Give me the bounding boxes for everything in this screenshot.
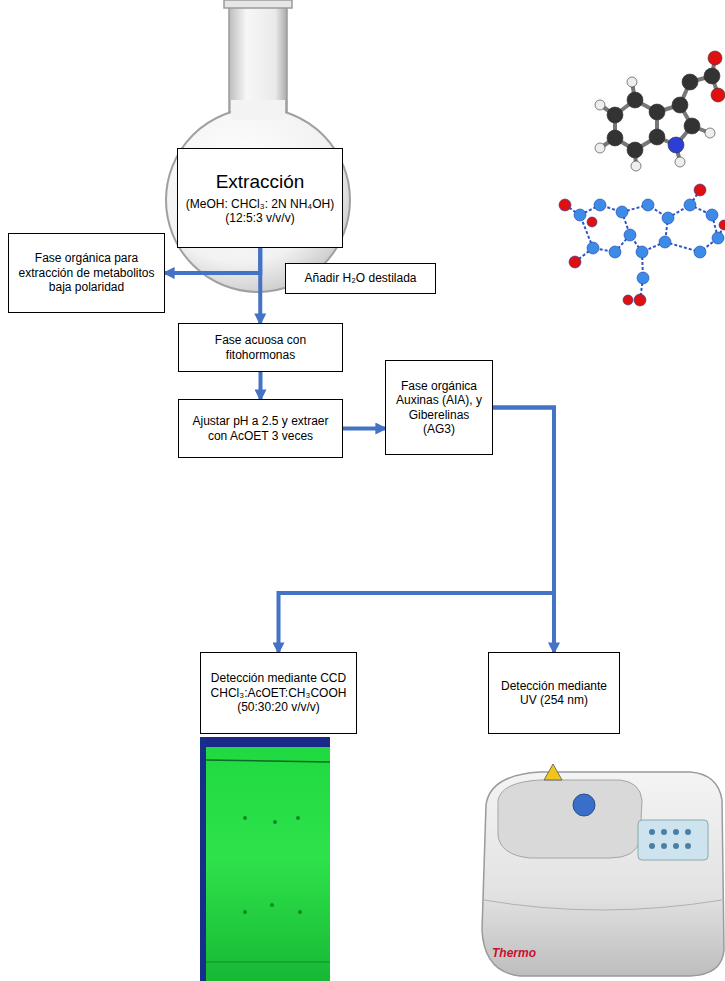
- auxin-atoms: [595, 51, 725, 171]
- box-heading: Extracción: [216, 171, 305, 194]
- box-text: (MeOH: CHCl₃: 2N NH₄OH) (12:5:3 v/v/v): [184, 197, 336, 226]
- box-text: Fase orgánica para extracción de metabol…: [15, 251, 158, 294]
- process-box: Extracción (MeOH: CHCl₃: 2N NH₄OH) (12:5:…: [177, 148, 343, 248]
- flow-arrow: [493, 408, 554, 653]
- process-box: Fase orgánica Auxinas (AIA), y Giberelin…: [385, 360, 493, 455]
- box-text: Añadir H₂O destilada: [304, 271, 416, 285]
- box-text: Detección mediante UV (254 nm): [495, 679, 613, 708]
- box-text: Fase orgánica Auxinas (AIA), y Giberelin…: [392, 379, 486, 437]
- process-box: Detección mediante CCD CHCl₃:AcOET:CH₃CO…: [200, 652, 357, 734]
- tlc-plate: [200, 737, 330, 981]
- process-box: Fase acuosa con fitohormonas: [178, 323, 343, 372]
- process-box: Fase orgánica para extracción de metabol…: [8, 233, 165, 313]
- process-box: Añadir H₂O destilada: [285, 263, 436, 294]
- gibberellin-molecule: [565, 190, 724, 300]
- brand-label: Thermo: [492, 946, 536, 960]
- flow-arrow: [259, 372, 263, 399]
- auxin-molecule: [600, 58, 718, 166]
- flow-arrow: [258, 248, 262, 323]
- flask: [166, 0, 350, 292]
- box-text: Ajustar pH a 2.5 y extraer con AcOET 3 v…: [185, 414, 336, 443]
- process-box: Detección mediante UV (254 nm): [488, 652, 620, 734]
- flow-arrow: [343, 427, 385, 431]
- process-box: Ajustar pH a 2.5 y extraer con AcOET 3 v…: [178, 399, 343, 458]
- box-text: Detección mediante CCD CHCl₃:AcOET:CH₃CO…: [207, 671, 350, 714]
- flow-arrow: [165, 248, 260, 273]
- spectrophotometer: [482, 764, 724, 976]
- gibberellin-atoms: [559, 184, 725, 306]
- box-text: Fase acuosa con fitohormonas: [185, 333, 336, 362]
